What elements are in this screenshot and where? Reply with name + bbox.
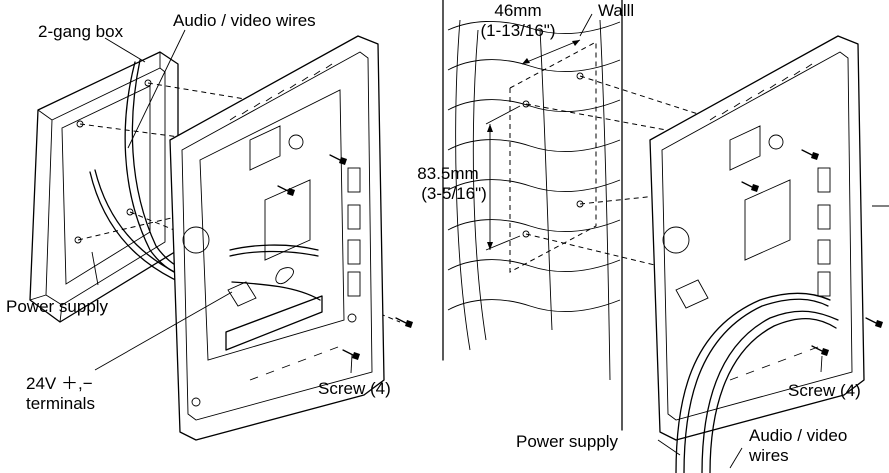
label-2-gang-box: 2-gang box [38,22,124,41]
right-figure [442,0,889,473]
label-width-in: (1-13/16") [480,21,556,40]
label-height-mm: 83.5mm [417,164,479,183]
label-wall: Walll [598,1,635,20]
label-screws-right: Screw (4) [788,381,861,400]
left-screws [277,154,413,360]
label-width-mm: 46mm [494,1,542,20]
label-screws-left: Screw (4) [318,379,391,398]
right-monitor-base [649,35,865,441]
label-terminals-line1: 24V ＋,− [26,374,93,393]
left-monitor-base [169,35,385,441]
right-screws [741,149,883,356]
label-terminals-line2: terminals [26,394,95,413]
label-power-supply-left: Power supply [6,297,109,316]
label-power-supply-right: Power supply [516,432,619,451]
label-audio-video-wires-left: Audio / video wires [173,11,316,30]
two-gang-box [29,51,179,323]
label-audio-video-wires-right-line2: wires [749,446,789,465]
label-audio-video-wires-right-line1: Audio / video [749,426,848,445]
left-figure [29,29,413,441]
label-height-in: (3-5/16") [421,184,487,203]
